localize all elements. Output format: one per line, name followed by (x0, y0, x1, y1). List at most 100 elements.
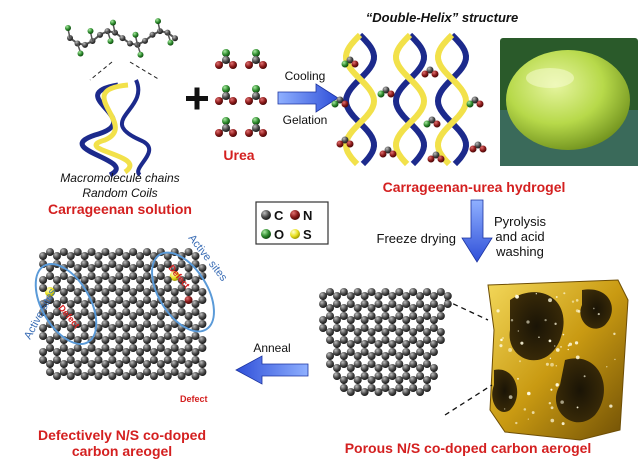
sheet-atom (66, 260, 75, 268)
sheet-atom (108, 300, 117, 308)
sheet-atom (422, 376, 431, 384)
sheet-atom (59, 272, 68, 280)
helix-urea-atom (341, 136, 349, 144)
sheet-atom (402, 300, 411, 308)
chain-oxygen (65, 25, 71, 31)
sheet-atom (198, 296, 207, 304)
sheet-atom (94, 300, 103, 308)
sheet-atom (367, 336, 376, 344)
sheet-atom (319, 324, 328, 332)
helix-urea-atom (331, 100, 339, 108)
sheet-atom (163, 252, 172, 260)
sheet-atom (108, 348, 117, 356)
sheet-atom (436, 288, 445, 296)
helix-urea-atom (389, 150, 397, 158)
sheet-atom (129, 336, 138, 344)
sheet-atom (108, 324, 117, 332)
sheet-atom (409, 360, 418, 368)
sheet-atom (326, 352, 334, 360)
sheet-atom (402, 372, 411, 380)
sheet-atom (59, 288, 68, 296)
sheet-atom (66, 308, 75, 316)
sheet-atom (326, 360, 334, 368)
chain-atom (119, 35, 126, 42)
pyrolysis-label-2: and acid (495, 229, 544, 244)
sheet-atom (429, 300, 438, 308)
sheet-atom (170, 344, 179, 352)
sheet-atom (142, 272, 151, 280)
sheet-atom (101, 312, 110, 320)
sheet-atom (46, 344, 54, 352)
defective-aerogel-label-2: carbon areogel (72, 443, 172, 459)
cooling-arrow (277, 83, 339, 113)
chain-atom (82, 41, 88, 48)
sheet-atom (367, 312, 376, 320)
sheet-atom (191, 284, 200, 292)
sheet-atom (191, 252, 200, 260)
urea-atom (252, 117, 260, 125)
anneal-arrow (235, 355, 309, 385)
sheet-atom (87, 288, 96, 296)
sheet-atom (39, 356, 48, 364)
sheet-atom (66, 372, 75, 380)
sheet-atom (136, 356, 145, 364)
sheet-atom (339, 360, 348, 368)
active-site-ring-right (151, 251, 215, 333)
sheet-atom (184, 248, 193, 256)
urea-carbon (222, 92, 230, 100)
sheet-atom (402, 388, 411, 396)
helix-urea-atom (471, 96, 479, 104)
random-coils-label: Random Coils (82, 186, 157, 200)
sheet-atom (52, 372, 61, 380)
helix-urea-atom (384, 146, 392, 154)
sheet-atom (416, 388, 425, 396)
sheet-atom (115, 368, 124, 376)
sheet-atom (436, 336, 445, 344)
sheet-atom (353, 384, 362, 392)
urea-atom (215, 129, 223, 137)
sheet-atom (87, 320, 96, 328)
sheet-atom (374, 388, 383, 396)
sheet-atom (66, 332, 75, 340)
helix-urea-atom (426, 66, 434, 74)
sheet-atom (156, 344, 165, 352)
sheet-atom (184, 272, 193, 280)
sheet-atom (129, 344, 138, 352)
legend-symbol-c: C (274, 208, 284, 223)
helix-urea-atom (469, 145, 477, 153)
sheet-atom (319, 316, 328, 324)
sheet-atom (156, 264, 165, 272)
sheet-atom (436, 304, 445, 312)
sheet-atom (136, 324, 145, 332)
sheet-atom (353, 360, 362, 368)
sheet-atom (115, 288, 124, 296)
sheet-atom (346, 300, 355, 308)
sheet-atom (136, 332, 145, 340)
urea-label: Urea (223, 147, 254, 163)
sheet-atom (122, 284, 131, 292)
sheet-atom (381, 384, 390, 392)
sheet-atom (115, 312, 124, 320)
sheet-atom (416, 348, 425, 356)
legend-swatch-n (290, 210, 300, 220)
chain-oxygen (167, 39, 174, 46)
helix-urea-atom (377, 90, 385, 98)
sheet-atom (198, 360, 207, 368)
sheet-atom (409, 304, 418, 312)
sheet-atom (46, 248, 54, 256)
sheet-atom (163, 356, 172, 364)
urea-atom (245, 97, 253, 105)
sheet-atom (163, 284, 172, 292)
sheet-atom (39, 348, 48, 356)
sheet-atom (422, 336, 431, 344)
sheet-atom (39, 332, 48, 340)
sheet-atom (149, 332, 158, 340)
sheet-atom (374, 372, 383, 380)
sheet-atom (163, 300, 172, 308)
urea-atom (229, 129, 237, 137)
sheet-atom (353, 312, 362, 320)
helix-urea-atom (433, 120, 441, 128)
chain-oxygen (155, 18, 161, 25)
sheet-atom (142, 248, 151, 256)
sheet-atom (184, 368, 193, 376)
